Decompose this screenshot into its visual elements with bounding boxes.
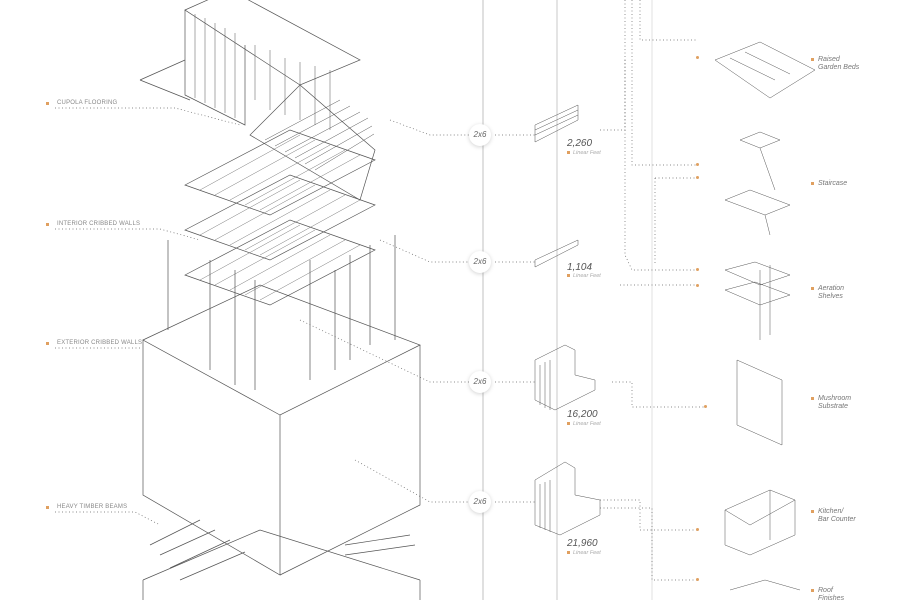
accent-marker xyxy=(811,287,814,290)
use-label-line: Roof xyxy=(818,587,833,594)
lumber-unit: Linear Feet xyxy=(567,273,601,279)
accent-marker xyxy=(46,223,49,226)
lumber-size-badge: 2x6 xyxy=(469,371,491,393)
interior-cribbed-walls xyxy=(167,235,396,390)
accent-marker xyxy=(811,182,814,185)
lumber-unit: Linear Feet xyxy=(567,150,601,156)
accent-marker xyxy=(811,510,814,513)
lumber-unit: Linear Feet xyxy=(567,421,601,427)
accent-marker xyxy=(811,397,814,400)
lumber-quantity: 2,260 xyxy=(567,138,593,149)
reuse-icons xyxy=(714,41,816,591)
use-label-kitchen-counter: Kitchen/Bar Counter xyxy=(818,508,898,524)
use-label-line: Raised xyxy=(818,56,840,63)
accent-marker xyxy=(46,342,49,345)
lumber-unit: Linear Feet xyxy=(567,550,601,556)
connector-dot xyxy=(696,528,699,531)
component-label-interior-walls: Interior Cribbed Walls xyxy=(57,221,141,227)
use-label-line: Garden Beds xyxy=(818,64,860,71)
lumber-size-badge: 2x6 xyxy=(469,251,491,273)
cupola-framing xyxy=(139,0,376,201)
lumber-quantity: 1,104 xyxy=(567,262,593,273)
accent-marker xyxy=(46,506,49,509)
connector-dot xyxy=(696,578,699,581)
connector-dot xyxy=(696,56,699,59)
use-label-line: Finishes xyxy=(818,595,845,602)
connector-dot xyxy=(696,176,699,179)
lumber-size-badge: 2x6 xyxy=(469,124,491,146)
accent-marker xyxy=(811,58,814,61)
use-label-line: Substrate xyxy=(818,403,848,410)
use-label-line: Mushroom xyxy=(818,395,852,402)
use-label-line: Kitchen/ xyxy=(818,508,844,515)
connector-dot xyxy=(696,284,699,287)
connector-dot xyxy=(696,163,699,166)
component-label-timber-beams: Heavy Timber Beams xyxy=(57,504,128,510)
accent-marker xyxy=(811,589,814,592)
leader-lines xyxy=(55,0,705,581)
accent-marker xyxy=(46,102,49,105)
exterior-cribbed-walls xyxy=(142,284,421,576)
component-label-exterior-walls: Exterior Cribbed Walls xyxy=(57,340,143,346)
connector-dot xyxy=(696,268,699,271)
connector-dot xyxy=(704,405,707,408)
use-label-line: Shelves xyxy=(818,293,843,300)
component-label-cupola-flooring: Cupola Flooring xyxy=(57,100,118,106)
lumber-quantity: 21,960 xyxy=(567,538,598,549)
lumber-stack-icons xyxy=(534,104,601,536)
use-label-staircase: Staircase xyxy=(818,180,898,188)
use-label-line: Bar Counter xyxy=(818,516,856,523)
lumber-quantity: 16,200 xyxy=(567,409,598,420)
cupola-floor-plates xyxy=(184,129,376,306)
lumber-size-badge: 2x6 xyxy=(469,491,491,513)
use-label-line: Aeration xyxy=(818,285,845,292)
use-label-line: Staircase xyxy=(818,180,848,187)
heavy-timber-beams xyxy=(142,519,421,600)
